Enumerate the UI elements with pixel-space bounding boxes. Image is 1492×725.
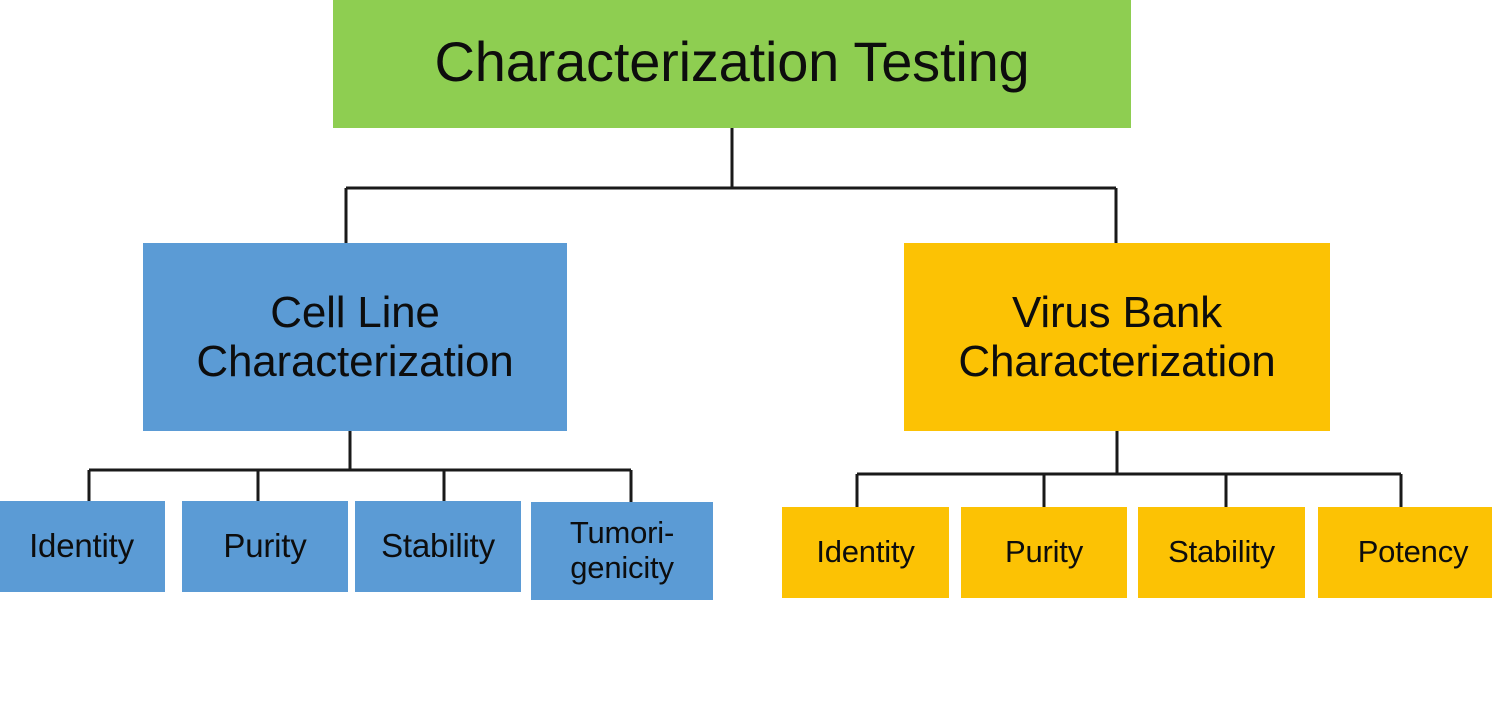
node-cell-line-stability[interactable]: Stability <box>355 501 521 592</box>
node-cell-line-characterization[interactable]: Cell Line Characterization <box>143 243 567 431</box>
node-virus-bank-identity[interactable]: Identity <box>782 507 949 598</box>
node-virus-bank-characterization[interactable]: Virus Bank Characterization <box>904 243 1330 431</box>
node-virus-bank-potency[interactable]: Potency <box>1318 507 1492 598</box>
node-virus-bank-stability[interactable]: Stability <box>1138 507 1305 598</box>
node-cell-line-identity[interactable]: Identity <box>0 501 165 592</box>
node-cell-line-tumorigenicity[interactable]: Tumori- genicity <box>531 502 713 600</box>
node-characterization-testing[interactable]: Characterization Testing <box>333 0 1131 128</box>
node-virus-bank-purity[interactable]: Purity <box>961 507 1127 598</box>
node-cell-line-purity[interactable]: Purity <box>182 501 348 592</box>
